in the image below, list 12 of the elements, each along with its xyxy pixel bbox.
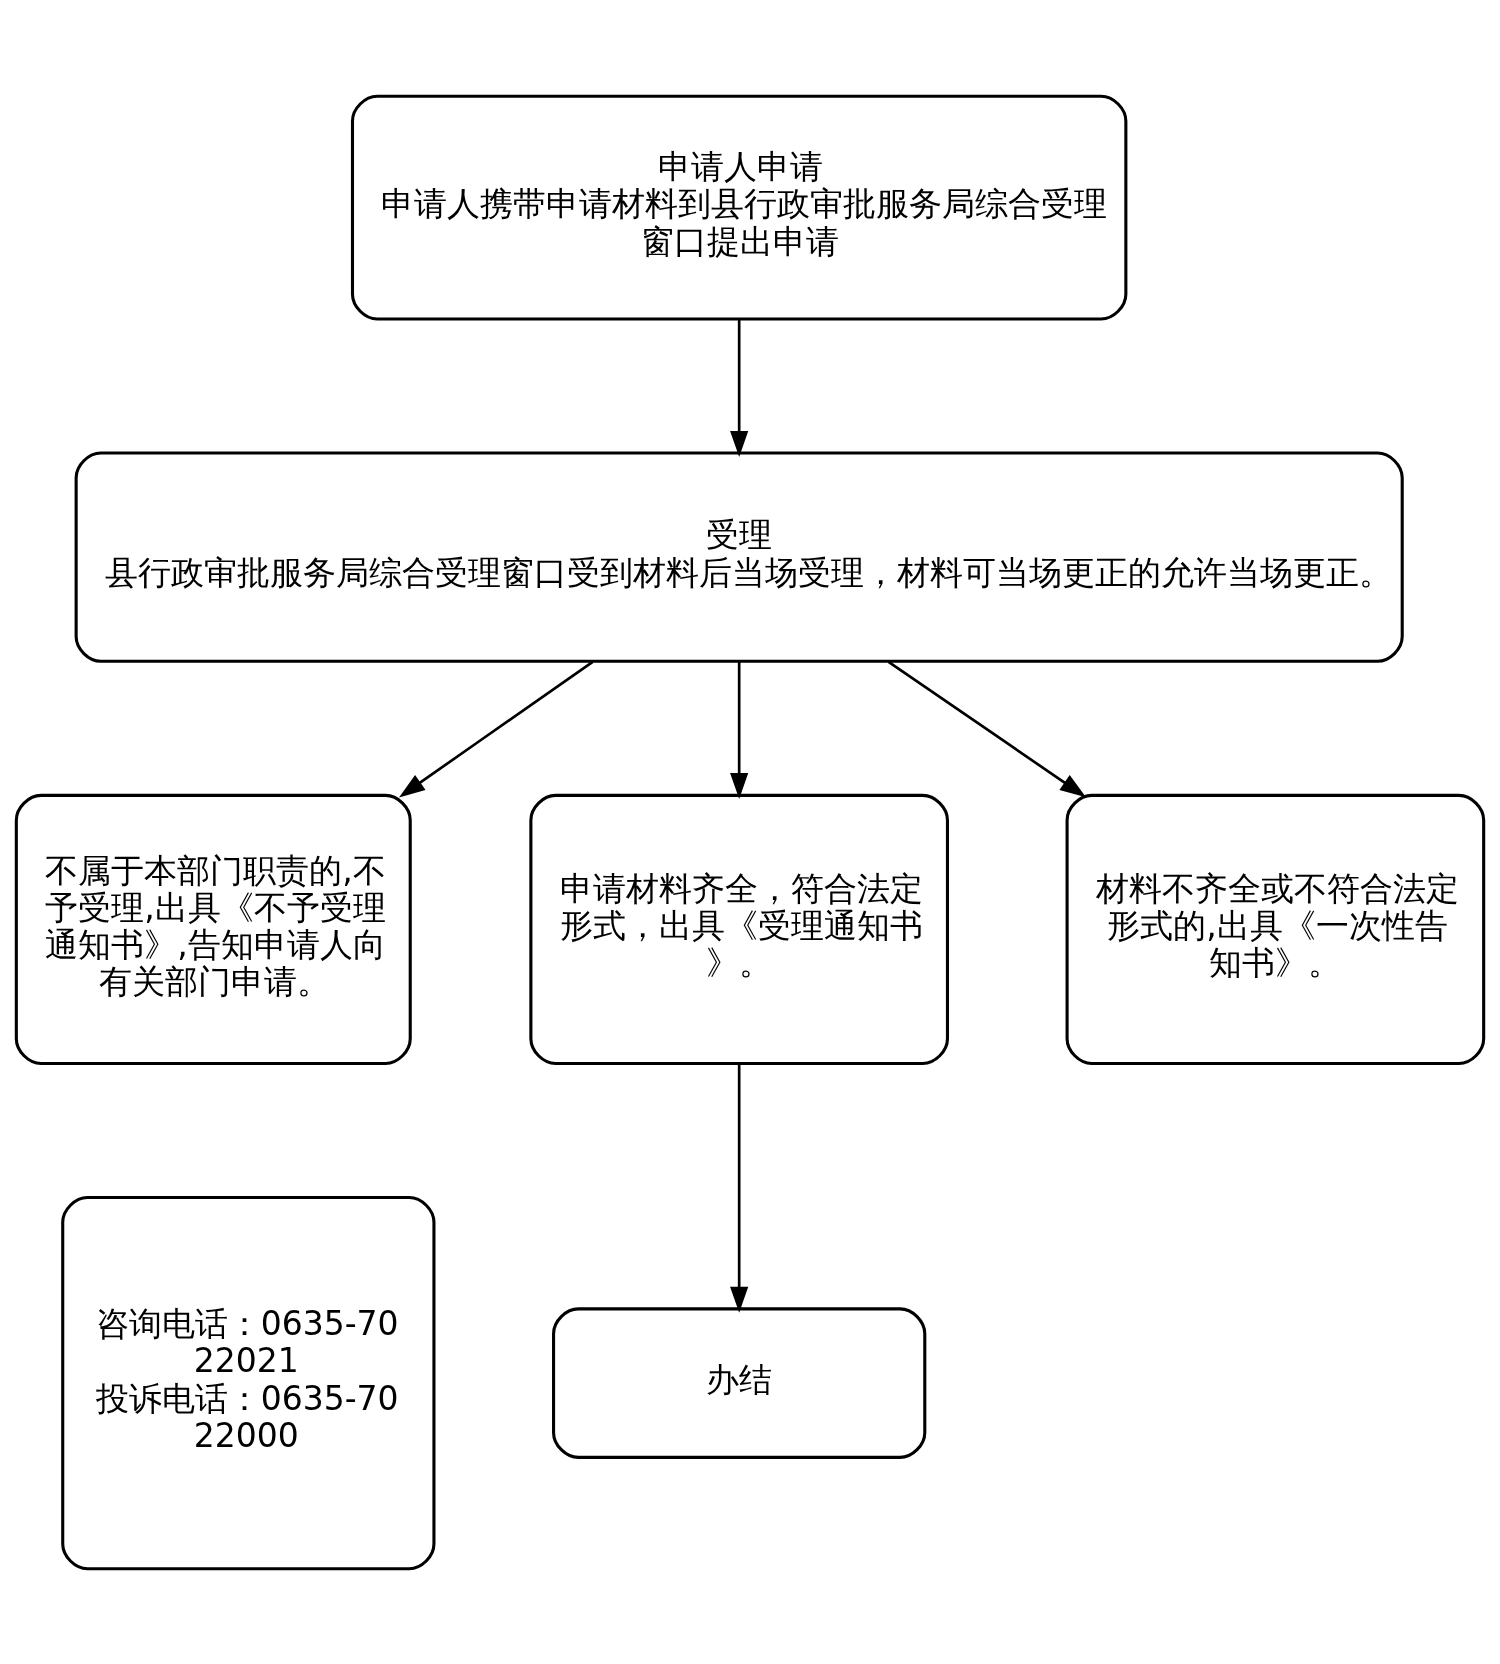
arrow	[730, 319, 749, 457]
node-box: 受理 县行政审批服务局综合受理窗口受到材料后当场受理，材料可当场更正的允许当场更正。	[74, 451, 1404, 663]
arrow	[730, 1063, 749, 1313]
arrow	[399, 660, 594, 797]
node-box: 材料不齐全或不符合法定形式的,出具《一次性告知书》。	[1065, 793, 1486, 1065]
node-box: 申请人申请 申请人携带申请材料到县行政审批服务局综合受理窗口提出申请	[350, 94, 1128, 321]
node-box: 不属于本部门职责的,不予受理,出具《不予受理通知书》,告知申请人向有关部门申请。	[14, 793, 412, 1065]
arrow	[887, 660, 1086, 797]
node-box: 咨询电话：0635-7022021 投诉电话：0635-7022000	[61, 1195, 436, 1570]
node-box: 申请材料齐全，符合法定形式，出具《受理通知书》。	[529, 793, 949, 1065]
arrow	[730, 661, 749, 799]
node-box: 办结	[552, 1306, 927, 1459]
